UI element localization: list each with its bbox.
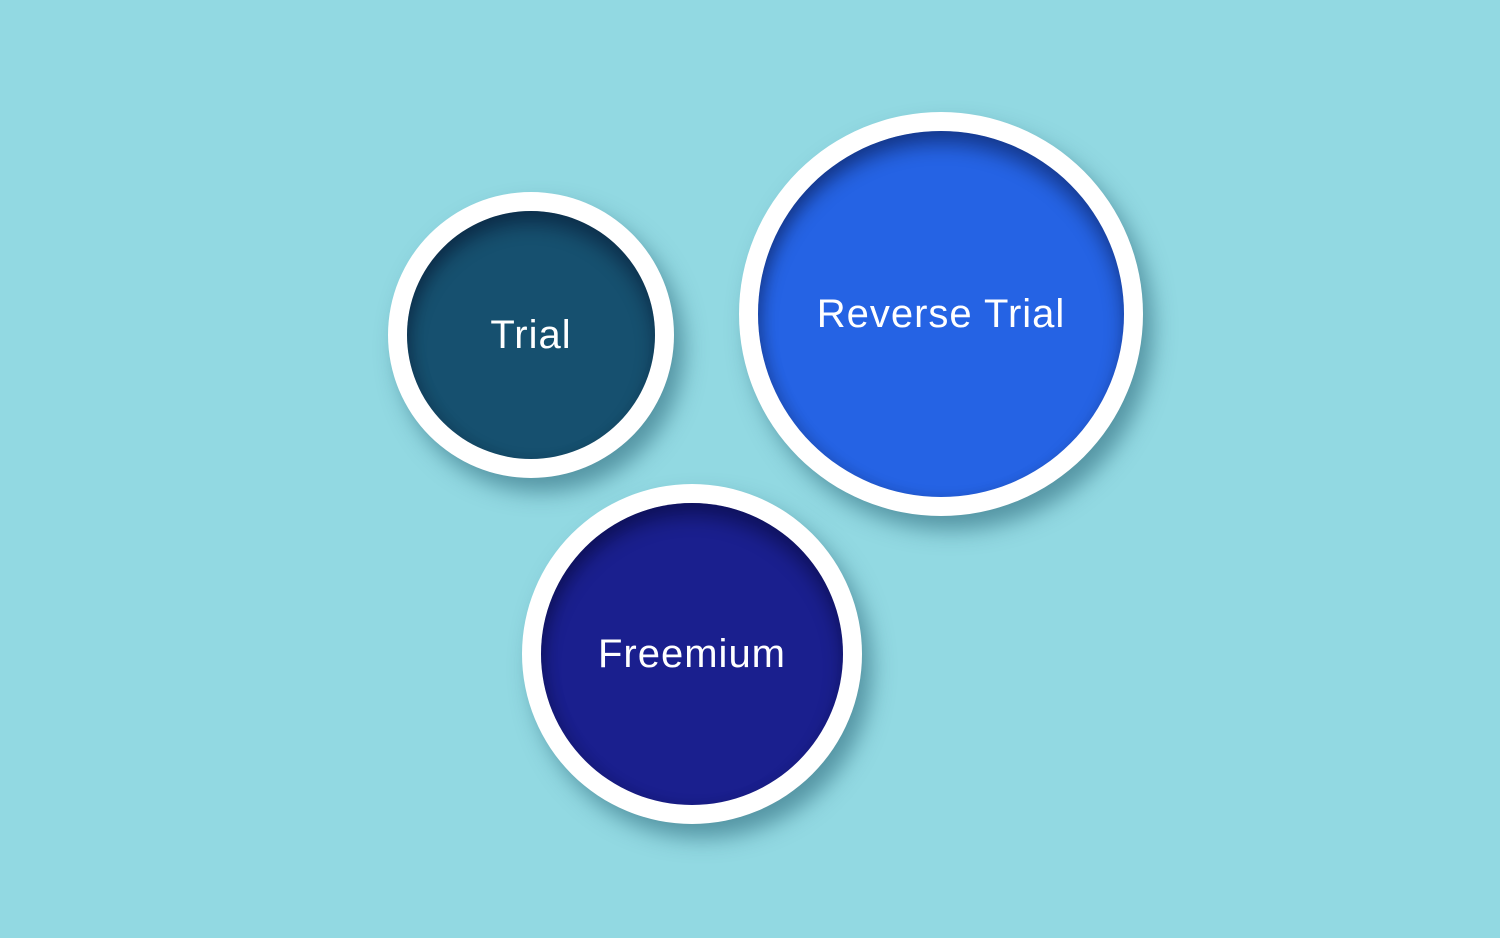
circle-trial: Trial — [388, 192, 674, 478]
circle-reverse-trial-label: Reverse Trial — [816, 291, 1066, 336]
circle-reverse-trial-fill: Reverse Trial — [758, 131, 1124, 497]
circle-freemium-label: Freemium — [597, 631, 787, 676]
circle-freemium-fill: Freemium — [541, 503, 843, 805]
circle-freemium: Freemium — [522, 484, 862, 824]
circle-trial-fill: Trial — [407, 211, 655, 459]
circle-trial-label: Trial — [490, 312, 572, 357]
circle-reverse-trial: Reverse Trial — [739, 112, 1143, 516]
